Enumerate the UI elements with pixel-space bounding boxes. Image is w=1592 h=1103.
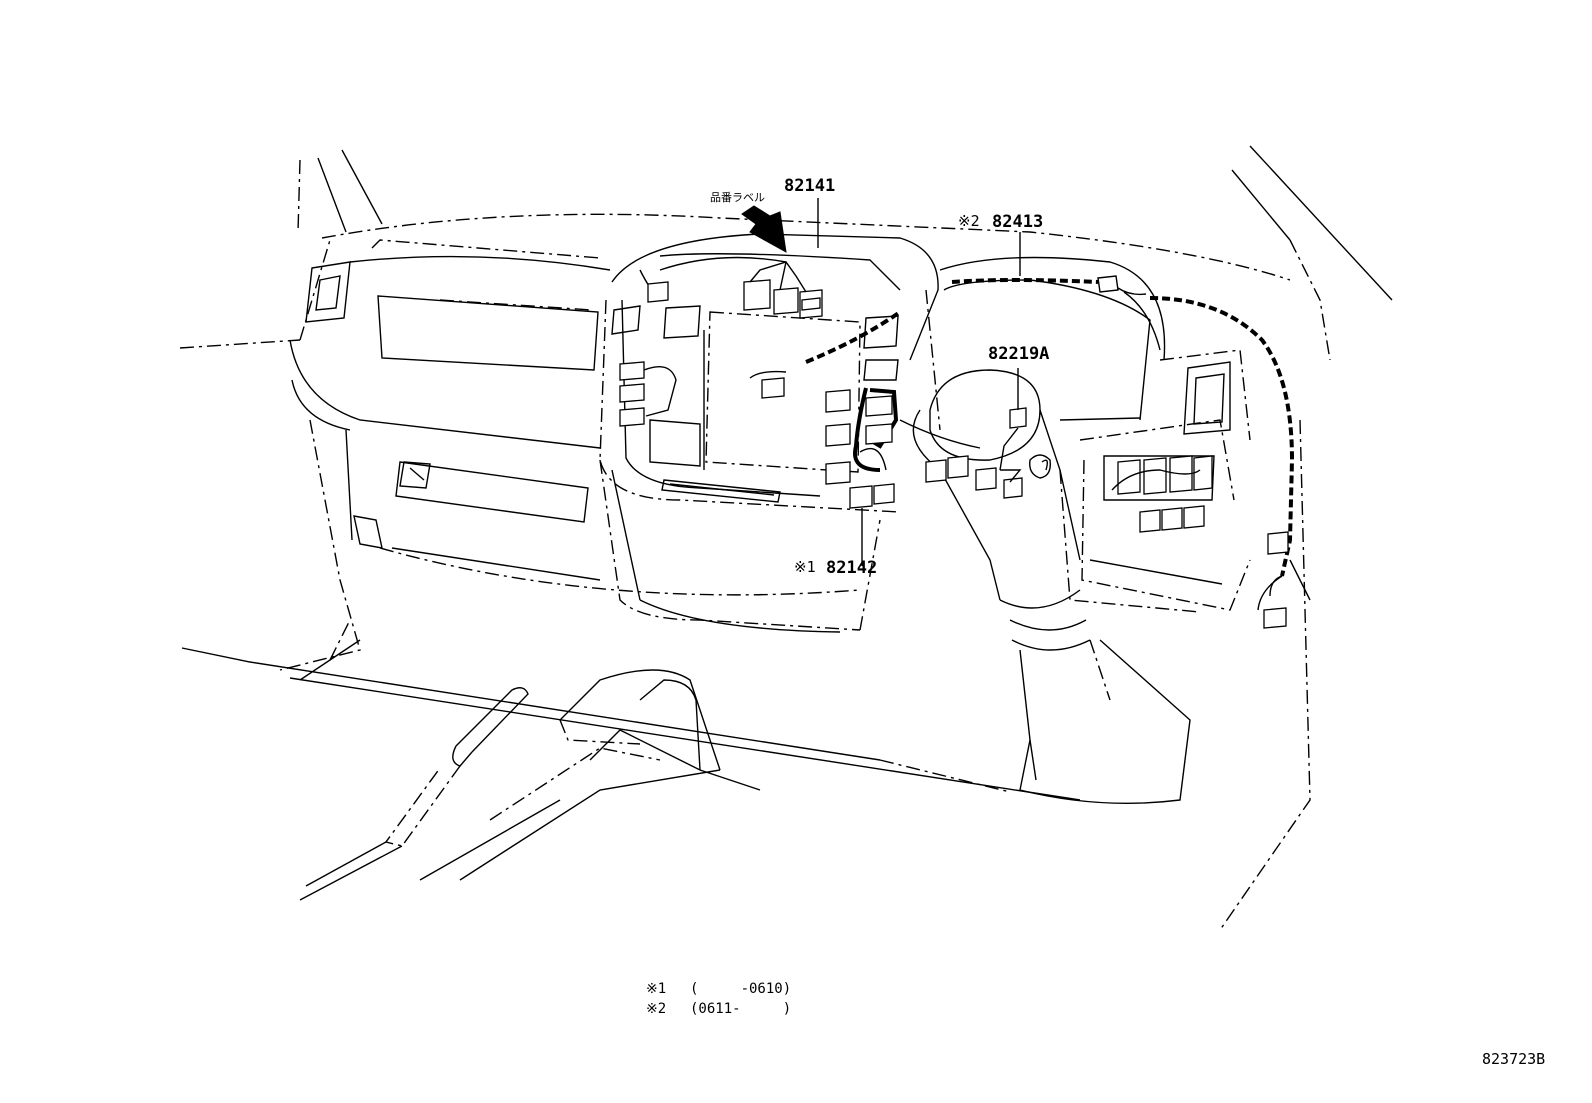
footnote-2-mark: ※2: [646, 1001, 667, 1017]
callout-82219A: 82219A: [988, 344, 1050, 364]
callout-82413: 82413: [992, 212, 1044, 232]
callout-part-label-tag: 品番ラベル: [710, 191, 765, 204]
callout-82142: 82142: [826, 558, 878, 578]
footnote-2-range: (0611- ): [690, 1001, 792, 1017]
callout-82142-mark: ※1: [794, 558, 816, 576]
callout-82141: 82141: [784, 176, 836, 196]
footnote-1-range: ( -0610): [690, 981, 792, 997]
callout-82413-mark: ※2: [958, 212, 980, 230]
footnote-1-mark: ※1: [646, 981, 667, 997]
figure-id: 823723B: [1482, 1050, 1546, 1068]
